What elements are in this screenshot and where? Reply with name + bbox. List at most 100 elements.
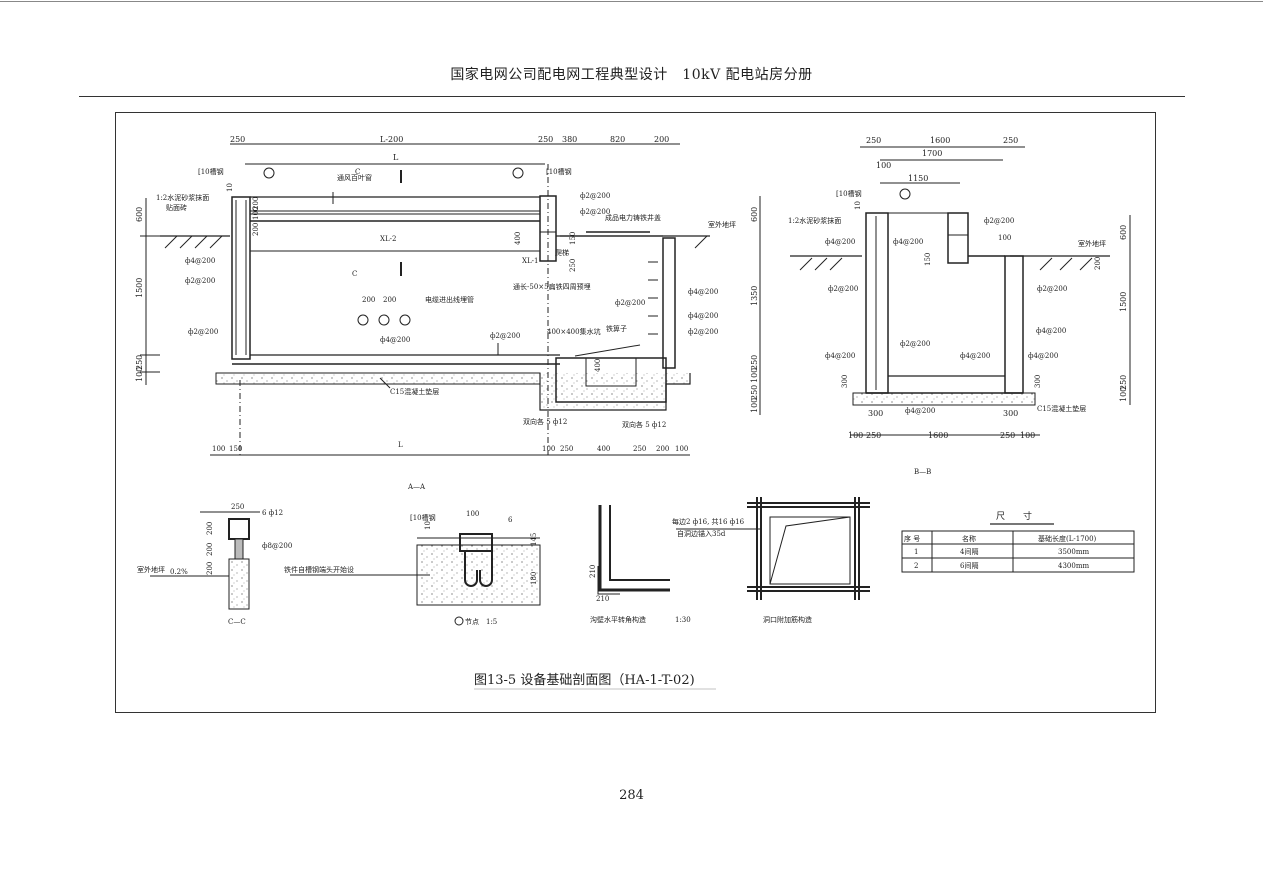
corner-detail: 210 210 沟壁水平转角构造 1:30 bbox=[589, 505, 691, 624]
label: 1:2水泥砂浆抹面 bbox=[156, 193, 209, 202]
dim: 200 bbox=[656, 445, 669, 453]
rebar-label: ф2@200 bbox=[984, 217, 1014, 225]
dim: 210 bbox=[596, 595, 609, 603]
dim: 1700 bbox=[922, 149, 942, 158]
dim: 10 bbox=[854, 201, 862, 210]
dim: 100 bbox=[252, 207, 260, 220]
dim: 300 bbox=[1003, 409, 1018, 418]
label: 铁件自槽钢端头开始设 bbox=[284, 565, 354, 574]
label: C bbox=[355, 168, 360, 176]
rebar-label: ф4@200 bbox=[380, 336, 410, 344]
dim: 200 bbox=[206, 562, 214, 575]
rebar-label: ф2@200 bbox=[185, 277, 215, 285]
dim: 1350 bbox=[750, 286, 759, 306]
dim: 10 bbox=[226, 183, 234, 192]
dim: 100 bbox=[848, 431, 863, 440]
dim: 100 bbox=[675, 445, 688, 453]
dim: 100 bbox=[750, 368, 759, 383]
dim: 250 bbox=[560, 445, 573, 453]
note: 每边2 ф16, 共16 ф16 bbox=[672, 517, 745, 526]
dim: 250 bbox=[750, 355, 759, 370]
section-name: A—A bbox=[407, 483, 426, 491]
dim: 250 bbox=[135, 355, 144, 370]
rebar-label: ф4@200 bbox=[688, 288, 718, 296]
rebar-label: ф2@200 bbox=[900, 340, 930, 348]
rebar-label: ф4@200 bbox=[1036, 327, 1066, 335]
dim: 100 bbox=[466, 510, 479, 518]
label: XL-1 bbox=[522, 257, 538, 265]
table-cell: 4300mm bbox=[1058, 562, 1089, 570]
dim: 200 bbox=[252, 223, 260, 236]
dim: 1600 bbox=[928, 431, 948, 440]
dim: 200 bbox=[206, 543, 214, 556]
page-header: 国家电网公司配电网工程典型设计 10kV 配电站房分册 bbox=[450, 67, 813, 83]
dim: 1500 bbox=[135, 278, 144, 298]
rebar-label: ф4@200 bbox=[960, 352, 990, 360]
table-cell: 4间隔 bbox=[960, 547, 978, 556]
label: 400×400集水坑 bbox=[547, 327, 601, 336]
rebar-label: ф4@200 bbox=[905, 407, 935, 415]
caption: 洞口附加筋构造 bbox=[763, 615, 812, 624]
rebar-label: ф2@200 bbox=[1037, 285, 1067, 293]
dim: L bbox=[393, 153, 399, 162]
dim: 100 bbox=[542, 445, 555, 453]
table-cell: 6间隔 bbox=[960, 561, 978, 570]
dim: 250 bbox=[538, 135, 553, 144]
dim: 180 bbox=[530, 572, 538, 585]
label: 电缆进出线埋管 bbox=[425, 295, 474, 304]
rebar-label: ф2@200 bbox=[580, 208, 610, 216]
label: C bbox=[352, 270, 357, 278]
dim: 100 bbox=[998, 234, 1011, 242]
page-number: 284 bbox=[619, 788, 644, 803]
rebar-label: ф4@200 bbox=[185, 257, 215, 265]
dim: 250 bbox=[866, 431, 881, 440]
label: 爬梯 bbox=[555, 248, 569, 257]
section-bb-drawing bbox=[790, 146, 1131, 436]
label: [10槽钢 bbox=[836, 189, 862, 198]
table-header: 名称 bbox=[962, 534, 976, 543]
label: 室外地坪 bbox=[137, 565, 165, 574]
dim: 250 bbox=[1000, 431, 1015, 440]
dim: 100 bbox=[876, 161, 891, 170]
dim: 100 bbox=[1020, 431, 1035, 440]
label: [10槽钢 bbox=[546, 167, 572, 176]
label: 6 bbox=[508, 516, 513, 524]
table-cell: 3500mm bbox=[1058, 548, 1089, 556]
node-detail: [10槽钢 100 10 180 145 6 铁件自槽钢端头开始设 节点 1:5 bbox=[284, 510, 541, 626]
header-rule bbox=[79, 96, 1185, 97]
dim: 300 bbox=[841, 375, 849, 388]
label: 双向各 5 ф12 bbox=[622, 420, 666, 429]
rebar-label: ф4@200 bbox=[688, 312, 718, 320]
dim: 250 bbox=[866, 136, 881, 145]
table-header: 基础长度(L-1700) bbox=[1038, 534, 1097, 543]
note: 自洞边锚入35d bbox=[677, 529, 726, 538]
label: 0.2% bbox=[170, 568, 188, 576]
rebar-label: ф4@200 bbox=[825, 352, 855, 360]
figure-caption: 图13-5 设备基础剖面图（HA-1-T-02) bbox=[474, 672, 695, 688]
dim: 200 bbox=[252, 197, 260, 210]
rebar-label: ф4@200 bbox=[825, 238, 855, 246]
dim: 200 bbox=[383, 296, 396, 304]
table-title: 尺 寸 bbox=[996, 510, 1032, 522]
dim: 150 bbox=[229, 445, 242, 453]
section-name: B—B bbox=[914, 468, 931, 476]
section-name: C—C bbox=[228, 618, 246, 626]
dim: 250 bbox=[231, 503, 244, 511]
label: 贴面砖 bbox=[166, 203, 187, 212]
section-aa-text: 250 L-200 250 380 820 200 L [10槽钢 [10槽钢 … bbox=[135, 135, 759, 491]
section-aa-drawing bbox=[140, 143, 761, 456]
dim: 200 bbox=[206, 522, 214, 535]
table-cell: 1 bbox=[914, 548, 918, 556]
dim: 600 bbox=[1119, 225, 1128, 240]
dim: 210 bbox=[589, 565, 597, 578]
label: 通长-50×5扁铁四周预埋 bbox=[513, 282, 591, 291]
dim: 200 bbox=[362, 296, 375, 304]
label: 铁箅子 bbox=[606, 324, 627, 333]
dim: 150 bbox=[569, 232, 577, 245]
dim: 300 bbox=[868, 409, 883, 418]
section-cc: 250 200 200 200 6 ф12 ф8@200 室外地坪 0.2% C… bbox=[137, 503, 292, 626]
dim: 200 bbox=[654, 135, 669, 144]
label: 双向各 5 ф12 bbox=[523, 417, 567, 426]
rebar-label: ф2@200 bbox=[828, 285, 858, 293]
